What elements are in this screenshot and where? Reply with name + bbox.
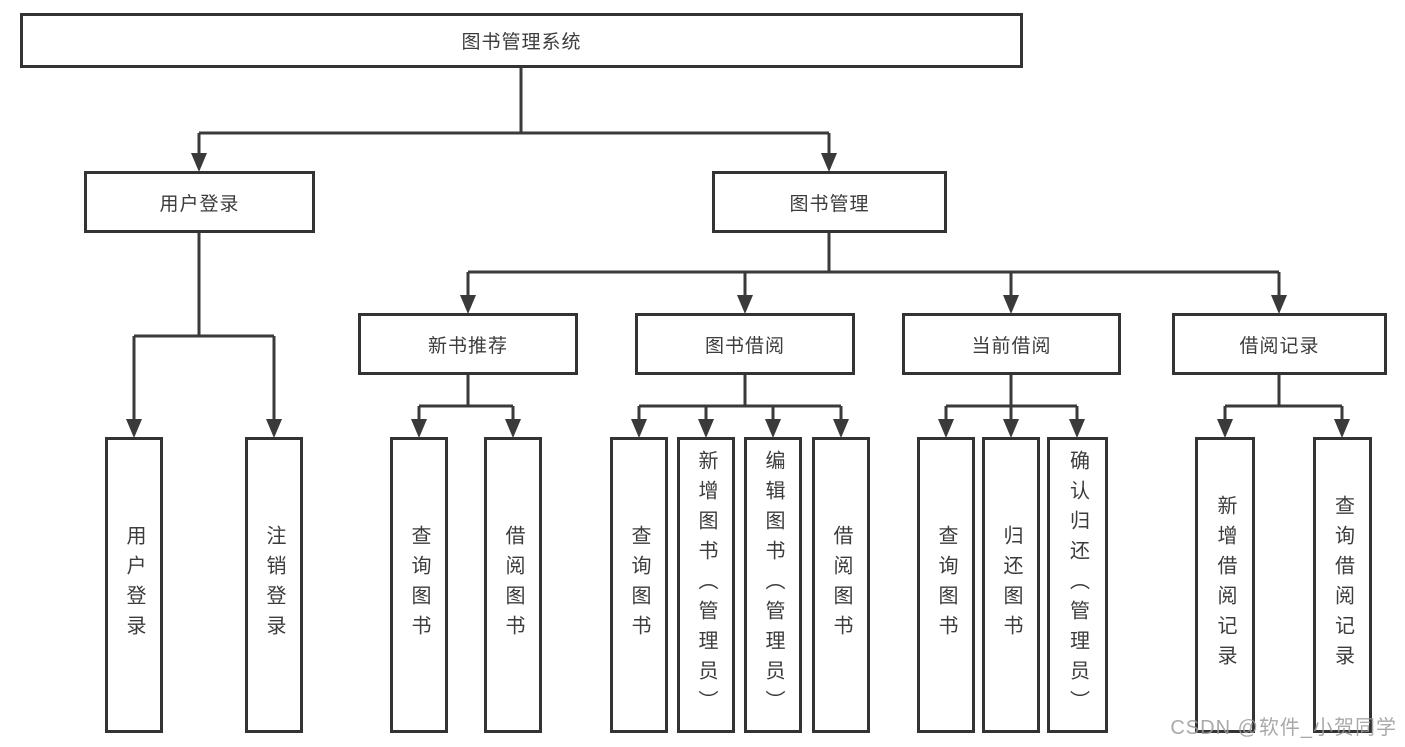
- leaf-add-borrow-record: 新增借阅记录: [1195, 437, 1255, 733]
- node-book-management: 图书管理: [712, 171, 947, 233]
- leaf-query-books-recommend: 查询图书: [390, 437, 448, 733]
- node-current-borrow: 当前借阅: [902, 313, 1121, 375]
- csdn-watermark: CSDN @软件_小贺同学: [1170, 717, 1397, 739]
- leaf-edit-book-admin: 编辑图书（管理员）: [744, 437, 802, 733]
- node-new-book-recommend: 新书推荐: [358, 313, 578, 375]
- node-borrow-records: 借阅记录: [1172, 313, 1387, 375]
- leaf-return-book: 归还图书: [982, 437, 1040, 733]
- leaf-user-login: 用户登录: [105, 437, 163, 733]
- leaf-confirm-return-admin: 确认归还（管理员）: [1047, 437, 1108, 733]
- node-user-login: 用户登录: [84, 171, 315, 233]
- node-book-borrow: 图书借阅: [635, 313, 855, 375]
- leaf-borrow-books-recommend: 借阅图书: [484, 437, 542, 733]
- leaf-borrow-books: 借阅图书: [812, 437, 870, 733]
- leaf-query-books-current: 查询图书: [917, 437, 975, 733]
- leaf-query-borrow-record: 查询借阅记录: [1313, 437, 1372, 733]
- leaf-query-books-borrow: 查询图书: [610, 437, 668, 733]
- node-library-management-system: 图书管理系统: [20, 13, 1023, 68]
- leaf-add-book-admin: 新增图书（管理员）: [677, 437, 735, 733]
- leaf-logout: 注销登录: [245, 437, 303, 733]
